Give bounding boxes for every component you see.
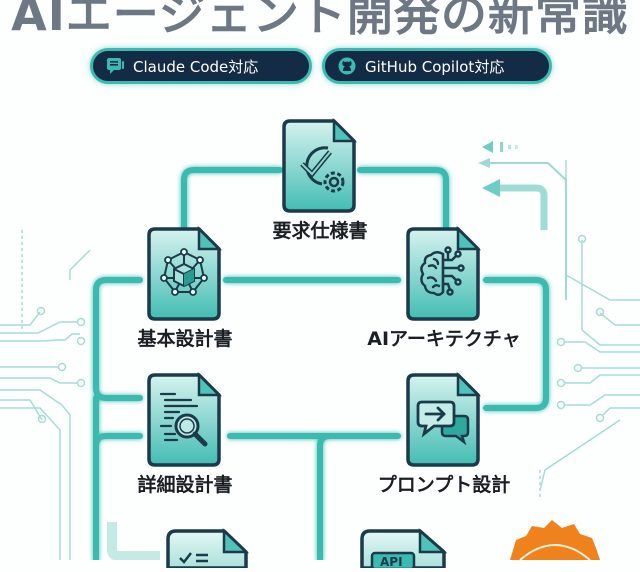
circuit-traces-left — [0, 230, 91, 560]
node-label: AIアーキテクチャ — [367, 328, 521, 350]
claude-code-label: Claude Code対応 — [133, 57, 259, 76]
circuit-traces-right — [539, 160, 640, 500]
document-search-icon — [147, 372, 223, 467]
check-gear-icon — [282, 118, 358, 213]
node-detailed-design[interactable]: 詳細設計書 — [105, 372, 265, 497]
node-label: プロンプト設計 — [377, 474, 511, 496]
node-prompt-design[interactable]: プロンプト設計 — [364, 372, 524, 497]
api-label: API — [380, 555, 403, 569]
brain-circuit-icon — [406, 226, 482, 321]
chat-icon — [107, 58, 124, 74]
network-cube-icon — [147, 226, 223, 321]
down-arrow — [107, 522, 160, 560]
chat-arrow-icon — [406, 372, 482, 467]
page-title: AIエージェント開発の新常識 — [11, 0, 629, 41]
award-seal-icon — [510, 520, 600, 560]
github-copilot-badge: GitHub Copilot対応 — [322, 48, 552, 84]
node-label: 詳細設計書 — [137, 474, 233, 496]
node-checklist[interactable] — [158, 528, 258, 570]
flow-lines — [92, 167, 549, 560]
github-icon — [338, 57, 356, 75]
node-api[interactable]: API — [360, 528, 448, 571]
connector-lines — [0, 141, 640, 560]
node-label: 基本設計書 — [137, 328, 233, 350]
github-copilot-label: GitHub Copilot対応 — [365, 57, 505, 76]
checklist-icon — [166, 528, 250, 568]
node-label: 要求仕様書 — [272, 220, 368, 242]
node-requirements-spec[interactable]: 要求仕様書 — [240, 118, 400, 243]
claude-code-badge: Claude Code対応 — [90, 48, 312, 84]
return-arrows — [478, 141, 567, 300]
node-basic-design[interactable]: 基本設計書 — [105, 226, 265, 351]
node-ai-architecture[interactable]: AIアーキテクチャ — [364, 226, 524, 351]
api-icon — [360, 528, 448, 571]
